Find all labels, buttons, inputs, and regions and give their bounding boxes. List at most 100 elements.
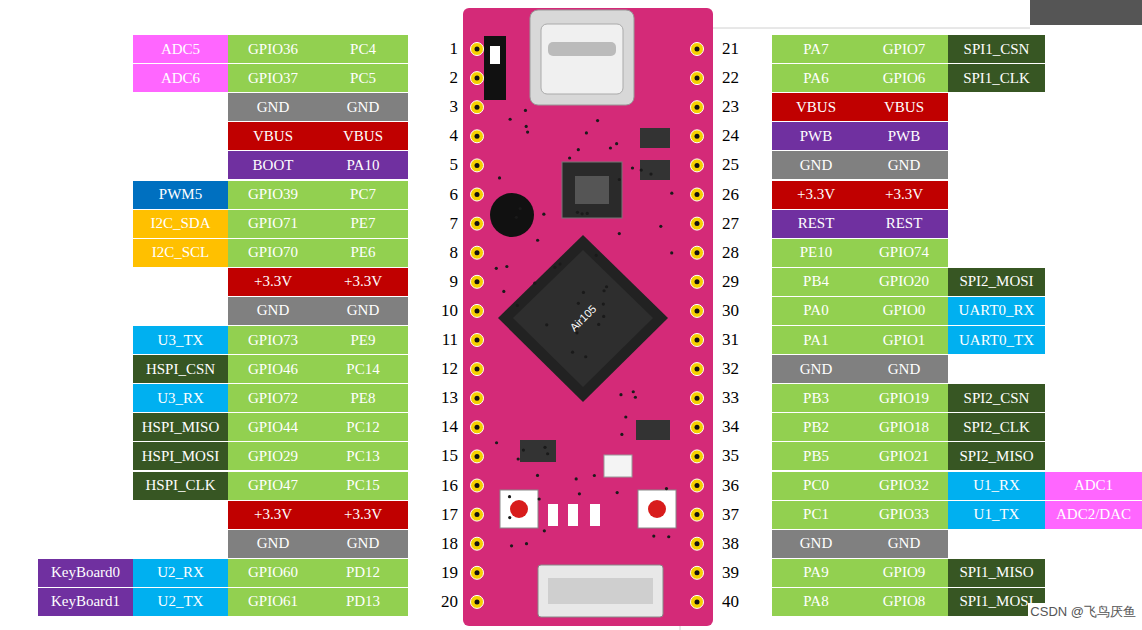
pin-cell: REST bbox=[772, 210, 860, 238]
pin-number: 10 bbox=[428, 297, 458, 325]
pin-number: 15 bbox=[428, 442, 458, 470]
pin-number: 30 bbox=[722, 297, 739, 325]
pin-number: 21 bbox=[722, 35, 739, 63]
pin-cell: SPI2_MISO bbox=[948, 442, 1045, 470]
pin-cell: SPI2_CSN bbox=[948, 384, 1045, 412]
pin-cell: PA9 bbox=[772, 559, 860, 587]
pin-number: 25 bbox=[722, 151, 739, 179]
pin-cell: GND bbox=[318, 530, 408, 558]
pin-cell: HSPI_CLK bbox=[133, 472, 228, 500]
pin-cell: PC4 bbox=[318, 35, 408, 63]
pin-cell: KeyBoard0 bbox=[38, 559, 133, 587]
pin-cell: PE7 bbox=[318, 210, 408, 238]
pin-cell: PA10 bbox=[318, 151, 408, 179]
pin-number: 18 bbox=[428, 530, 458, 558]
pin-number: 33 bbox=[722, 384, 739, 412]
pin-cell: GPIO37 bbox=[228, 64, 318, 92]
pin-cell: GPIO46 bbox=[228, 355, 318, 383]
pin-cell: KeyBoard1 bbox=[38, 588, 133, 616]
pin-cell: PC5 bbox=[318, 64, 408, 92]
pin-cell: +3.3V bbox=[318, 268, 408, 296]
pin-cell: VBUS bbox=[318, 122, 408, 150]
pin-cell: GPIO19 bbox=[860, 384, 948, 412]
pin-cell: +3.3V bbox=[772, 181, 860, 209]
pin-number: 31 bbox=[722, 326, 739, 354]
pin-cell: GND bbox=[860, 151, 948, 179]
pin-cell: GND bbox=[318, 93, 408, 121]
pin-cell: PC7 bbox=[318, 181, 408, 209]
pin-cell: GPIO73 bbox=[228, 326, 318, 354]
pin-cell: GPIO39 bbox=[228, 181, 318, 209]
pin-cell: PA7 bbox=[772, 35, 860, 63]
pin-number: 6 bbox=[428, 181, 458, 209]
pin-cell: VBUS bbox=[228, 122, 318, 150]
pin-number: 7 bbox=[428, 210, 458, 238]
pin-cell: SPI1_MISO bbox=[948, 559, 1045, 587]
pin-cell: PWB bbox=[860, 122, 948, 150]
pin-number: 39 bbox=[722, 559, 739, 587]
pin-number: 22 bbox=[722, 64, 739, 92]
pin-cell: SPI1_CLK bbox=[948, 64, 1045, 92]
pin-number: 8 bbox=[428, 239, 458, 267]
pin-cell: PC1 bbox=[772, 501, 860, 529]
pin-cell: PA1 bbox=[772, 326, 860, 354]
pin-cell: HSPI_MOSI bbox=[133, 442, 228, 470]
pin-number: 24 bbox=[722, 122, 739, 150]
pin-cell: GND bbox=[228, 530, 318, 558]
pin-cell: GPIO36 bbox=[228, 35, 318, 63]
pin-number: 40 bbox=[722, 588, 739, 616]
pin-cell: GPIO32 bbox=[860, 472, 948, 500]
pin-cell: UART0_RX bbox=[948, 297, 1045, 325]
pin-cell: ADC1 bbox=[1045, 472, 1142, 500]
pin-cell: PE10 bbox=[772, 239, 860, 267]
pin-cell: GPIO71 bbox=[228, 210, 318, 238]
pin-cell: GPIO29 bbox=[228, 442, 318, 470]
pin-number: 2 bbox=[428, 64, 458, 92]
pin-cell: PC14 bbox=[318, 355, 408, 383]
pin-cell: GPIO33 bbox=[860, 501, 948, 529]
pin-cell: HSPI_MISO bbox=[133, 413, 228, 441]
pin-cell: GPIO60 bbox=[228, 559, 318, 587]
pin-cell: GND bbox=[228, 93, 318, 121]
pin-number: 32 bbox=[722, 355, 739, 383]
pin-cell: GPIO18 bbox=[860, 413, 948, 441]
pin-cell: SPI2_CLK bbox=[948, 413, 1045, 441]
pin-cell: I2C_SCL bbox=[133, 239, 228, 267]
pin-cell: SPI1_CSN bbox=[948, 35, 1045, 63]
pin-number: 4 bbox=[428, 122, 458, 150]
pin-cell: PC12 bbox=[318, 413, 408, 441]
pin-cell: GPIO44 bbox=[228, 413, 318, 441]
pin-cell: U1_RX bbox=[948, 472, 1045, 500]
pin-cell: GPIO21 bbox=[860, 442, 948, 470]
pin-cell: +3.3V bbox=[318, 501, 408, 529]
pin-cell: GND bbox=[772, 355, 860, 383]
pin-cell: ADC6 bbox=[133, 64, 228, 92]
pin-number: 26 bbox=[722, 181, 739, 209]
pin-number: 35 bbox=[722, 442, 739, 470]
pin-cell: PC13 bbox=[318, 442, 408, 470]
pin-cell: PWB bbox=[772, 122, 860, 150]
pin-cell: GPIO9 bbox=[860, 559, 948, 587]
pin-number: 34 bbox=[722, 413, 739, 441]
pin-number: 13 bbox=[428, 384, 458, 412]
pin-cell: PD13 bbox=[318, 588, 408, 616]
pin-cell: PA0 bbox=[772, 297, 860, 325]
pin-cell: +3.3V bbox=[228, 268, 318, 296]
pin-cell: UART0_TX bbox=[948, 326, 1045, 354]
pin-cell: PE8 bbox=[318, 384, 408, 412]
pin-number: 37 bbox=[722, 501, 739, 529]
pin-cell: GPIO6 bbox=[860, 64, 948, 92]
watermark: CSDN @飞鸟厌鱼 bbox=[1028, 603, 1138, 621]
pin-cell: GPIO70 bbox=[228, 239, 318, 267]
pin-number: 38 bbox=[722, 530, 739, 558]
pin-number: 12 bbox=[428, 355, 458, 383]
pin-number: 28 bbox=[722, 239, 739, 267]
pin-cell: GND bbox=[860, 530, 948, 558]
pin-cell: GPIO0 bbox=[860, 297, 948, 325]
pin-cell: PC15 bbox=[318, 472, 408, 500]
pin-cell: PB2 bbox=[772, 413, 860, 441]
pin-number: 5 bbox=[428, 151, 458, 179]
pin-cell: GPIO8 bbox=[860, 588, 948, 616]
pin-cell: I2C_SDA bbox=[133, 210, 228, 238]
